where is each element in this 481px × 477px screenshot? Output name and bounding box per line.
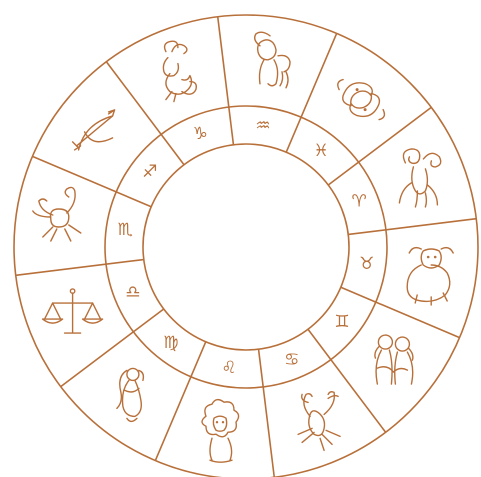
divider-line	[154, 341, 207, 461]
libra-scales-icon-stroke	[69, 288, 76, 295]
divider-line	[285, 33, 338, 153]
divider-line	[327, 106, 432, 186]
taurus-bull-icon-stroke	[420, 248, 442, 269]
leo-lion-icon	[201, 398, 240, 463]
virgo-maiden-icon-stroke	[126, 367, 140, 382]
sign-figure-ring	[32, 31, 454, 463]
pisces-fish-icon-stroke	[337, 78, 386, 121]
sagittarius-bow-icon-stroke	[71, 141, 82, 151]
aquarius-water-bearer-icon	[253, 31, 291, 89]
divider-line	[257, 349, 276, 477]
taurus-bull-icon-stroke	[406, 264, 451, 303]
gemini-twins-icon-stroke	[377, 334, 394, 350]
scorpio-scorpion-icon-stroke	[64, 186, 76, 214]
sign-glyph-sagittarius: ♐	[142, 162, 157, 182]
taurus-bull-icon	[406, 246, 454, 306]
pisces-fish-icon-stroke	[349, 92, 381, 118]
gemini-twins-icon	[374, 334, 414, 385]
sign-glyph-virgo: ♍	[163, 333, 178, 353]
divider-line	[216, 16, 235, 145]
sign-glyph-aries: ♈	[351, 191, 366, 211]
scorpio-scorpion-icon-stroke	[32, 198, 54, 218]
sign-glyph-libra: ♎	[125, 283, 140, 303]
virgo-maiden-icon-stroke	[124, 387, 140, 423]
cancer-crab-icon	[297, 391, 341, 452]
capricorn-goat-icon-stroke	[165, 72, 193, 95]
leo-lion-icon-stroke	[215, 421, 219, 424]
scorpio-scorpion-icon-stroke	[42, 224, 82, 242]
aquarius-water-bearer-icon-stroke	[258, 59, 279, 87]
aries-ram-icon-stroke	[402, 148, 421, 165]
aries-ram-icon-stroke	[398, 182, 439, 208]
leo-lion-icon-stroke	[209, 437, 233, 463]
cancer-crab-icon-stroke	[308, 410, 326, 437]
gemini-twins-icon-stroke	[374, 345, 414, 361]
divider-line	[340, 286, 460, 339]
aquarius-water-bearer-icon-stroke	[279, 71, 289, 89]
taurus-bull-icon-stroke	[433, 255, 437, 259]
sign-glyph-aquarius: ♒	[255, 116, 270, 136]
gemini-twins-icon-stroke	[375, 349, 414, 385]
capricorn-goat-icon-stroke	[163, 40, 188, 55]
aquarius-water-bearer-icon-stroke	[253, 31, 271, 47]
outer-ring	[13, 14, 479, 477]
sagittarius-bow-icon	[71, 109, 116, 151]
gemini-twins-icon-stroke	[394, 336, 411, 352]
sign-glyph-leo: ♌	[221, 358, 236, 378]
taurus-bull-icon-stroke	[414, 292, 448, 306]
capricorn-goat-icon	[162, 40, 197, 103]
sign-glyph-pisces: ♓	[313, 141, 328, 161]
divider-line	[15, 258, 144, 277]
virgo-maiden-icon	[116, 367, 145, 423]
aries-ram-icon-stroke	[422, 152, 442, 168]
capricorn-goat-icon-stroke	[162, 56, 180, 77]
leo-lion-icon-stroke	[201, 398, 240, 438]
scorpio-scorpion-icon	[32, 186, 82, 242]
scorpio-scorpion-icon-stroke	[49, 208, 70, 228]
cancer-crab-icon-stroke	[301, 393, 313, 418]
inner-ring	[142, 143, 350, 351]
divider-line	[348, 217, 477, 236]
divider-line	[307, 328, 387, 433]
cancer-crab-icon-stroke	[323, 391, 339, 416]
pisces-fish-icon-stroke	[363, 108, 367, 112]
sign-glyph-capricorn: ♑	[193, 124, 208, 144]
sagittarius-bow-icon-stroke	[83, 131, 114, 143]
sign-glyph-taurus: ♉	[359, 254, 374, 274]
sector-dividers	[15, 16, 477, 477]
aries-ram-icon	[398, 148, 442, 208]
divider-line	[60, 308, 165, 388]
virgo-maiden-icon-stroke	[121, 379, 142, 418]
middle-ring	[104, 105, 388, 389]
divider-line	[105, 61, 185, 166]
pisces-fish-icon-stroke	[342, 82, 373, 107]
divider-line	[32, 155, 152, 208]
taurus-bull-icon-stroke	[426, 255, 430, 259]
leo-lion-icon-stroke	[212, 415, 228, 432]
cancer-crab-icon-stroke	[297, 427, 341, 452]
pisces-fish-icon-stroke	[355, 88, 359, 92]
libra-scales-icon-stroke	[51, 292, 94, 334]
aquarius-water-bearer-icon-stroke	[256, 39, 277, 61]
taurus-bull-icon-stroke	[408, 246, 454, 254]
gemini-twins-icon-stroke	[376, 366, 409, 373]
sign-glyph-ring: ♒ ♓ ♈ ♉ ♊ ♋ ♌ ♍ ♎ ♏ ♐ ♑	[118, 116, 375, 378]
sign-glyph-cancer: ♋	[284, 350, 299, 370]
sign-glyph-scorpio: ♏	[118, 220, 133, 240]
aries-ram-icon-stroke	[411, 166, 429, 195]
virgo-maiden-icon-stroke	[116, 369, 145, 410]
aquarius-water-bearer-icon-stroke	[277, 54, 291, 73]
libra-scales-icon	[41, 288, 104, 334]
capricorn-goat-icon-stroke	[165, 80, 197, 103]
sagittarius-bow-icon-stroke	[75, 109, 116, 147]
libra-scales-icon-stroke	[41, 302, 64, 324]
leo-lion-icon-stroke	[221, 421, 225, 424]
libra-scales-icon-stroke	[81, 302, 104, 324]
pisces-fish-icon	[337, 78, 386, 121]
sign-glyph-gemini: ♊	[334, 312, 349, 332]
